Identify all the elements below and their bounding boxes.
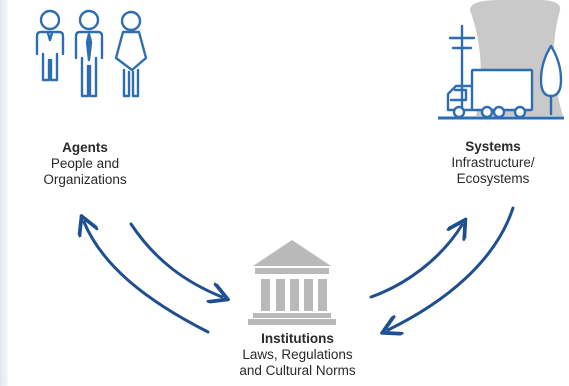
left-edge-strip — [0, 0, 8, 386]
agents-description-line2: Organizations — [43, 172, 127, 187]
arrow-institutions-to-systems — [369, 225, 462, 299]
institution-building-icon — [248, 240, 336, 325]
systems-description-line1: Infrastructure/ — [451, 155, 535, 170]
institutions-label: Institutions Laws, Regulations and Cultu… — [205, 331, 390, 379]
institutions-description-line2: and Cultural Norms — [239, 363, 356, 378]
people-icon — [35, 9, 148, 98]
arrow-systems-to-institutions — [388, 206, 515, 330]
arrow-institutions-to-agents — [84, 222, 210, 334]
systems-label: Systems Infrastructure/ Ecosystems — [423, 139, 563, 187]
agents-title: Agents — [62, 140, 108, 155]
institutions-title: Institutions — [261, 331, 334, 346]
systems-title: Systems — [465, 139, 521, 154]
agents-label: Agents People and Organizations — [20, 140, 150, 188]
infrastructure-icon — [438, 0, 564, 120]
systems-description-line2: Ecosystems — [456, 171, 530, 186]
agents-description-line1: People and — [50, 156, 120, 171]
arrow-agents-to-institutions — [129, 222, 222, 297]
institutions-description-line1: Laws, Regulations — [242, 347, 353, 362]
